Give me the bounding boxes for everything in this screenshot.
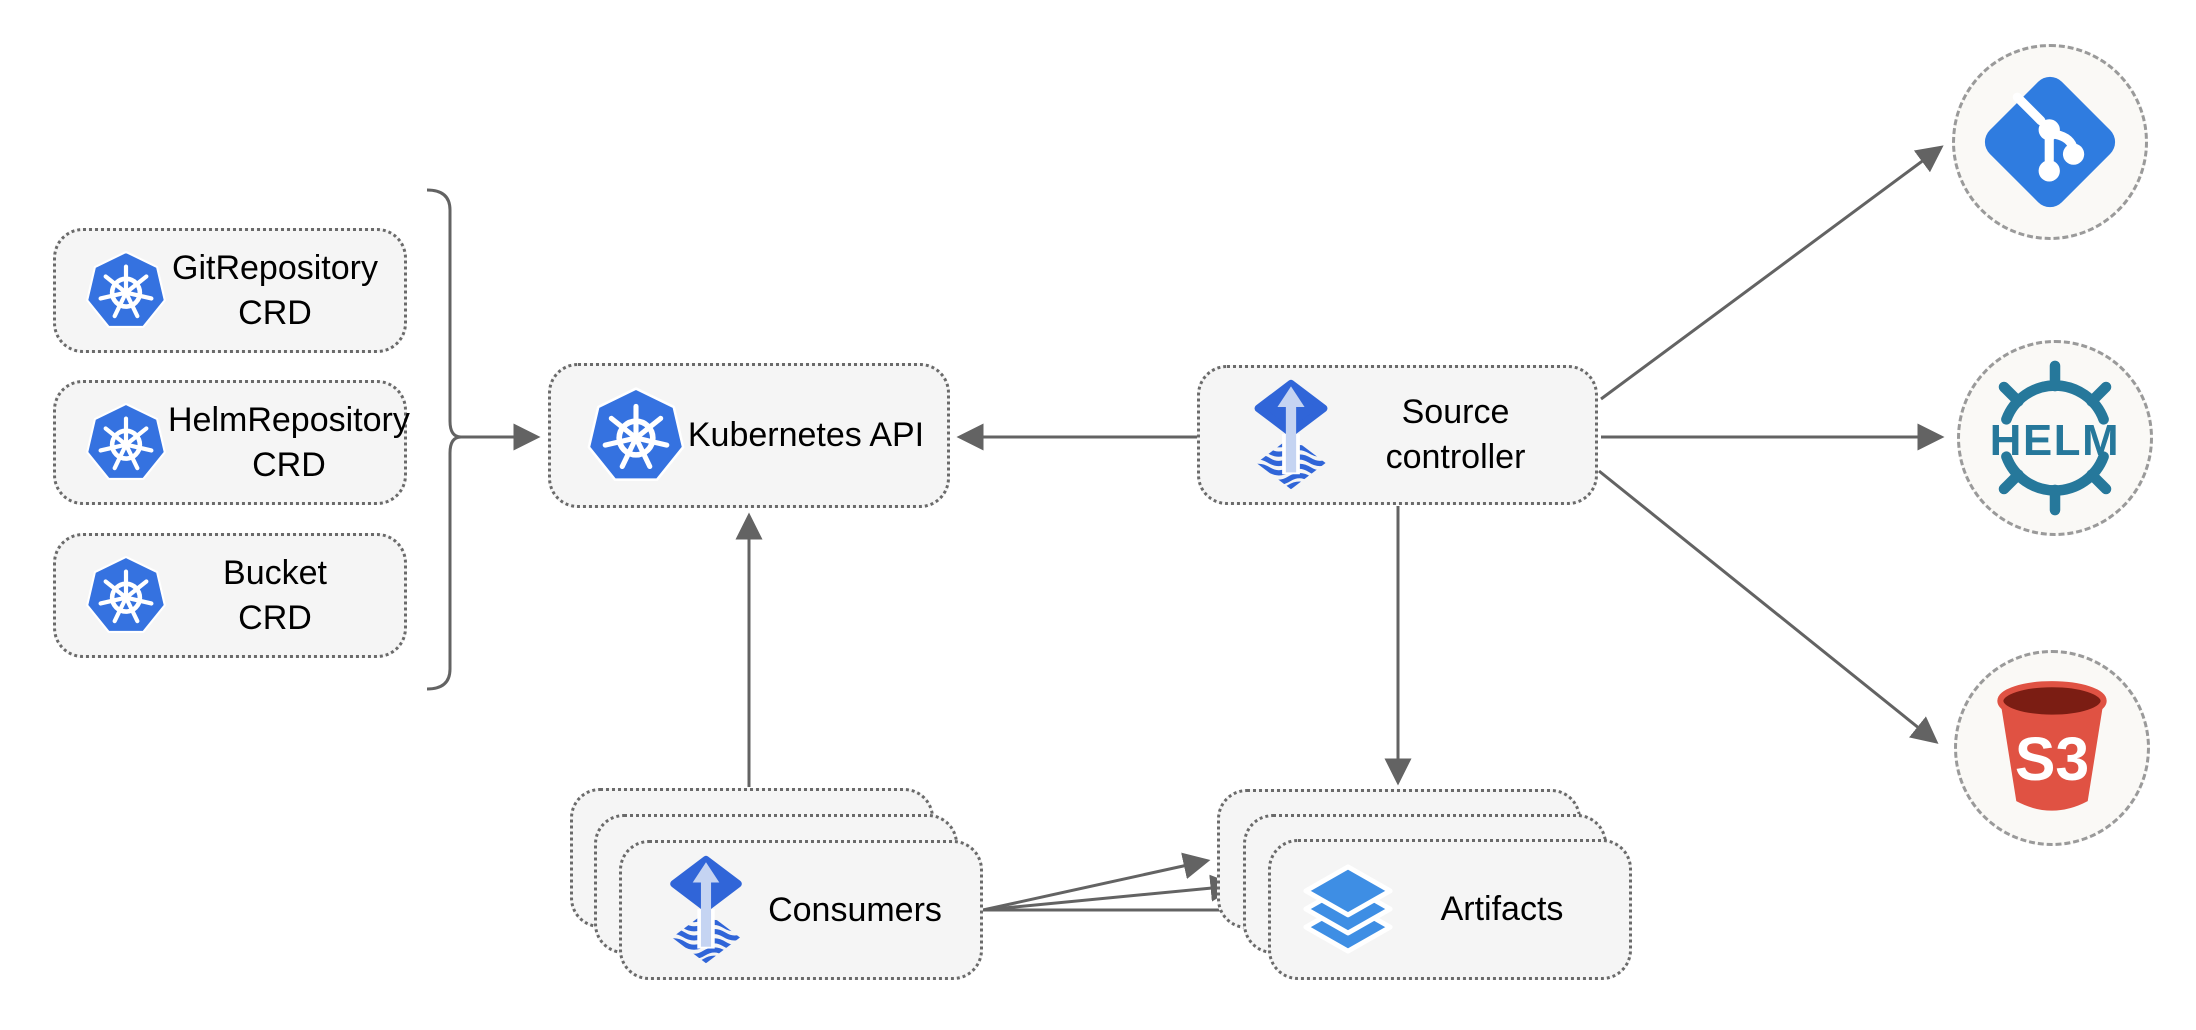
kubernetes-icon xyxy=(84,249,168,333)
label-line: GitRepository xyxy=(172,248,378,287)
label-line: CRD xyxy=(238,598,312,637)
node-label: Source controller xyxy=(1338,390,1595,480)
node-helm-repository: HELM xyxy=(1957,340,2153,536)
flux-source-icon xyxy=(660,854,752,966)
node-consumers: Consumers xyxy=(619,840,983,980)
node-bucket-crd: Bucket CRD xyxy=(53,533,407,658)
helm-wordmark: HELM xyxy=(1990,416,2120,465)
helm-icon: HELM xyxy=(1974,357,2136,519)
git-icon xyxy=(1974,66,2126,218)
node-source-controller: Source controller xyxy=(1197,365,1598,505)
label-line: CRD xyxy=(238,293,312,332)
node-label: Bucket CRD xyxy=(168,551,404,641)
node-label: HelmRepository CRD xyxy=(168,398,432,488)
node-artifacts: Artifacts xyxy=(1268,839,1632,980)
edge-consumers-to-artifacts-2 xyxy=(982,874,1238,912)
node-git-repository xyxy=(1952,44,2148,240)
kubernetes-icon xyxy=(84,401,168,485)
node-label: GitRepository CRD xyxy=(168,246,404,336)
edge-source-controller-to-git xyxy=(1600,145,1944,401)
label-line: CRD xyxy=(252,445,326,484)
s3-wordmark: S3 xyxy=(2015,725,2089,793)
node-label: Consumers xyxy=(768,890,942,929)
label-line: Source xyxy=(1401,393,1510,432)
node-kubernetes-api: Kubernetes API xyxy=(548,363,950,508)
node-s3-bucket: S3 xyxy=(1954,650,2150,846)
label-line: controller xyxy=(1385,438,1526,476)
crd-group-bracket xyxy=(426,188,462,691)
layers-icon xyxy=(1299,861,1397,959)
kubernetes-icon xyxy=(585,385,687,487)
node-label: Kubernetes API xyxy=(687,416,925,455)
node-gitrepository-crd: GitRepository CRD xyxy=(53,228,407,353)
label-line: Bucket xyxy=(223,553,327,592)
edge-consumers-to-artifacts-1 xyxy=(982,852,1211,912)
s3-icon: S3 xyxy=(1976,669,2128,827)
flux-source-icon xyxy=(1244,378,1338,492)
node-helmrepository-crd: HelmRepository CRD xyxy=(53,380,410,505)
kubernetes-icon xyxy=(84,554,168,638)
label-line: HelmRepository xyxy=(168,400,410,439)
edge-source-controller-to-s3 xyxy=(1598,469,1939,744)
node-label: Artifacts xyxy=(1440,890,1564,929)
